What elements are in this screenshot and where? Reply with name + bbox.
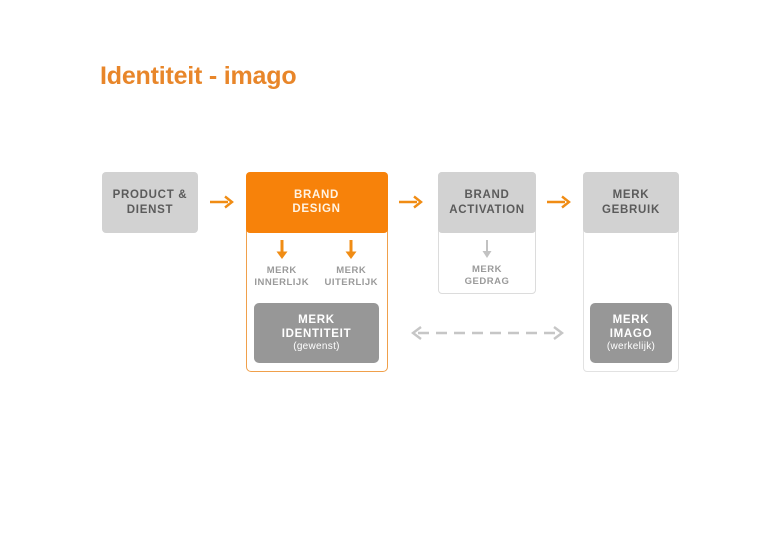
subitem-merk-gedrag-line2: GEDRAG <box>464 275 510 287</box>
stage-product-dienst-line1: PRODUCT & <box>112 189 188 202</box>
arrow-right-icon-design-to-activation <box>398 194 424 210</box>
subitem-merk-innerlijk-line1: MERK <box>266 265 297 276</box>
stage-brand-activation-header[interactable]: BRAND ACTIVATION <box>438 172 536 233</box>
stage-merk-gebruik[interactable]: MERK GEBRUIK MERK IMAGO (werkelijk) <box>583 172 679 372</box>
dashed-double-arrow-identiteit-imago <box>400 324 575 342</box>
stage-brand-design[interactable]: BRAND DESIGN MERK INNERLIJK <box>245 171 388 372</box>
subitem-merk-innerlijk-line2: INNERLIJK <box>254 276 310 288</box>
subitem-merk-gedrag-line1: MERK <box>472 264 502 275</box>
arrow-right-icon-product-to-design <box>209 194 235 210</box>
outcome-merk-imago-line2: IMAGO <box>609 327 653 340</box>
stage-merk-gebruik-line2: GEBRUIK <box>602 203 660 216</box>
stage-brand-activation-line1: BRAND <box>464 189 510 202</box>
outcome-merk-imago-label: MERK IMAGO (werkelijk) <box>607 313 655 353</box>
stage-merk-gebruik-line1: MERK <box>612 189 650 202</box>
stage-merk-gebruik-label: MERK GEBRUIK <box>602 188 660 216</box>
subitem-merk-gedrag-label: MERK GEDRAG <box>465 264 510 288</box>
stage-brand-activation[interactable]: BRAND ACTIVATION MERK GEDRAG <box>438 172 536 294</box>
stage-merk-gebruik-header[interactable]: MERK GEBRUIK <box>583 172 679 233</box>
stage-brand-design-line2: DESIGN <box>292 203 341 215</box>
stage-brand-activation-label: BRAND ACTIVATION <box>449 188 525 216</box>
subitem-merk-uiterlijk-label: MERK UITERLIJK <box>324 265 378 289</box>
outcome-merk-imago-line1: MERK <box>612 313 650 326</box>
page-title: Identiteit - imago <box>100 62 297 90</box>
outcome-merk-identiteit-label: MERK IDENTITEIT (gewenst) <box>282 313 352 353</box>
outcome-merk-identiteit[interactable]: MERK IDENTITEIT (gewenst) <box>254 303 379 363</box>
outcome-merk-imago[interactable]: MERK IMAGO (werkelijk) <box>590 303 672 363</box>
brand-design-subitems: MERK INNERLIJK MERK UITERLIJK <box>247 234 386 302</box>
subitem-merk-innerlijk[interactable]: MERK INNERLIJK <box>247 234 317 302</box>
stage-brand-design-header[interactable]: BRAND DESIGN <box>245 171 388 233</box>
stage-brand-design-label: BRAND DESIGN <box>292 188 340 216</box>
stage-brand-activation-line2: ACTIVATION <box>449 203 525 216</box>
subitem-merk-uiterlijk-line2: UITERLIJK <box>324 276 379 288</box>
outcome-merk-identiteit-line1: MERK <box>298 313 335 326</box>
arrow-down-icon-merk-gedrag <box>481 240 493 261</box>
arrow-down-icon-merk-uiterlijk <box>344 240 358 262</box>
subitem-merk-gedrag[interactable]: MERK GEDRAG <box>439 234 535 288</box>
arrow-down-icon-merk-innerlijk <box>275 240 289 262</box>
subitem-merk-uiterlijk-line1: MERK <box>336 265 367 276</box>
stage-product-dienst[interactable]: PRODUCT & DIENST <box>102 172 198 233</box>
outcome-merk-imago-qualifier: (werkelijk) <box>606 340 656 352</box>
outcome-merk-identiteit-qualifier: (gewenst) <box>293 340 340 352</box>
outcome-merk-identiteit-line2: IDENTITEIT <box>281 327 352 340</box>
arrow-right-icon-activation-to-gebruik <box>546 194 572 210</box>
subitem-merk-uiterlijk[interactable]: MERK UITERLIJK <box>317 234 387 302</box>
stage-brand-design-line1: BRAND <box>293 188 339 201</box>
stage-product-dienst-label: PRODUCT & DIENST <box>113 188 188 216</box>
subitem-merk-innerlijk-label: MERK INNERLIJK <box>254 265 309 289</box>
stage-product-dienst-line2: DIENST <box>126 203 174 216</box>
